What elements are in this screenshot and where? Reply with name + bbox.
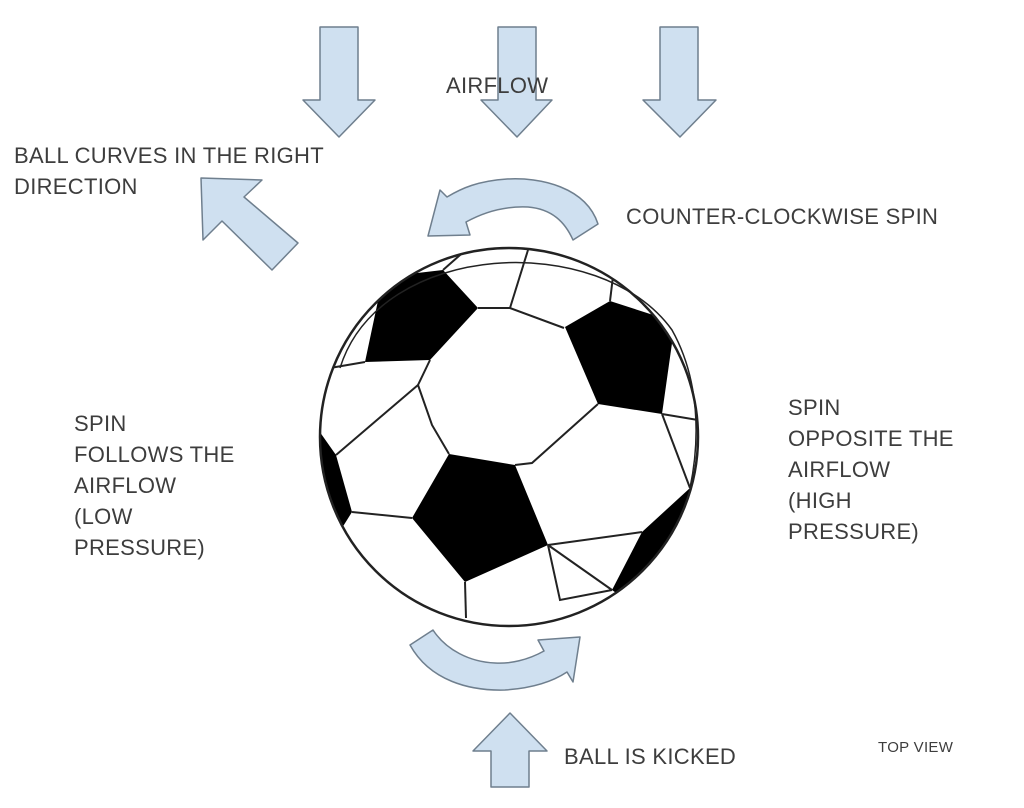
spin-arrow-bottom-icon — [409, 629, 581, 691]
ball-curves-label: BALL CURVES IN THE RIGHT DIRECTION — [14, 143, 324, 199]
top-view-label: TOP VIEW — [878, 739, 954, 756]
soccer-ball-icon — [318, 246, 700, 628]
airflow-arrow-left-icon — [302, 26, 376, 138]
airflow-label: AIRFLOW — [446, 73, 549, 98]
airflow-arrow-right-icon — [642, 26, 717, 138]
low-pressure-label: SPIN FOLLOWS THE AIRFLOW (LOW PRESSURE) — [74, 411, 235, 560]
ball-kicked-label: BALL IS KICKED — [564, 744, 737, 769]
airflow-arrow-middle-icon — [480, 26, 553, 138]
spin-arrow-top-icon — [427, 178, 599, 241]
curve-direction-arrow-icon — [200, 177, 299, 271]
high-pressure-label: SPIN OPPOSITE THE AIRFLOW (HIGH PRESSURE… — [788, 395, 954, 544]
counter-clockwise-spin-label: COUNTER-CLOCKWISE SPIN — [626, 204, 939, 229]
ball-kicked-arrow-icon — [472, 712, 548, 788]
